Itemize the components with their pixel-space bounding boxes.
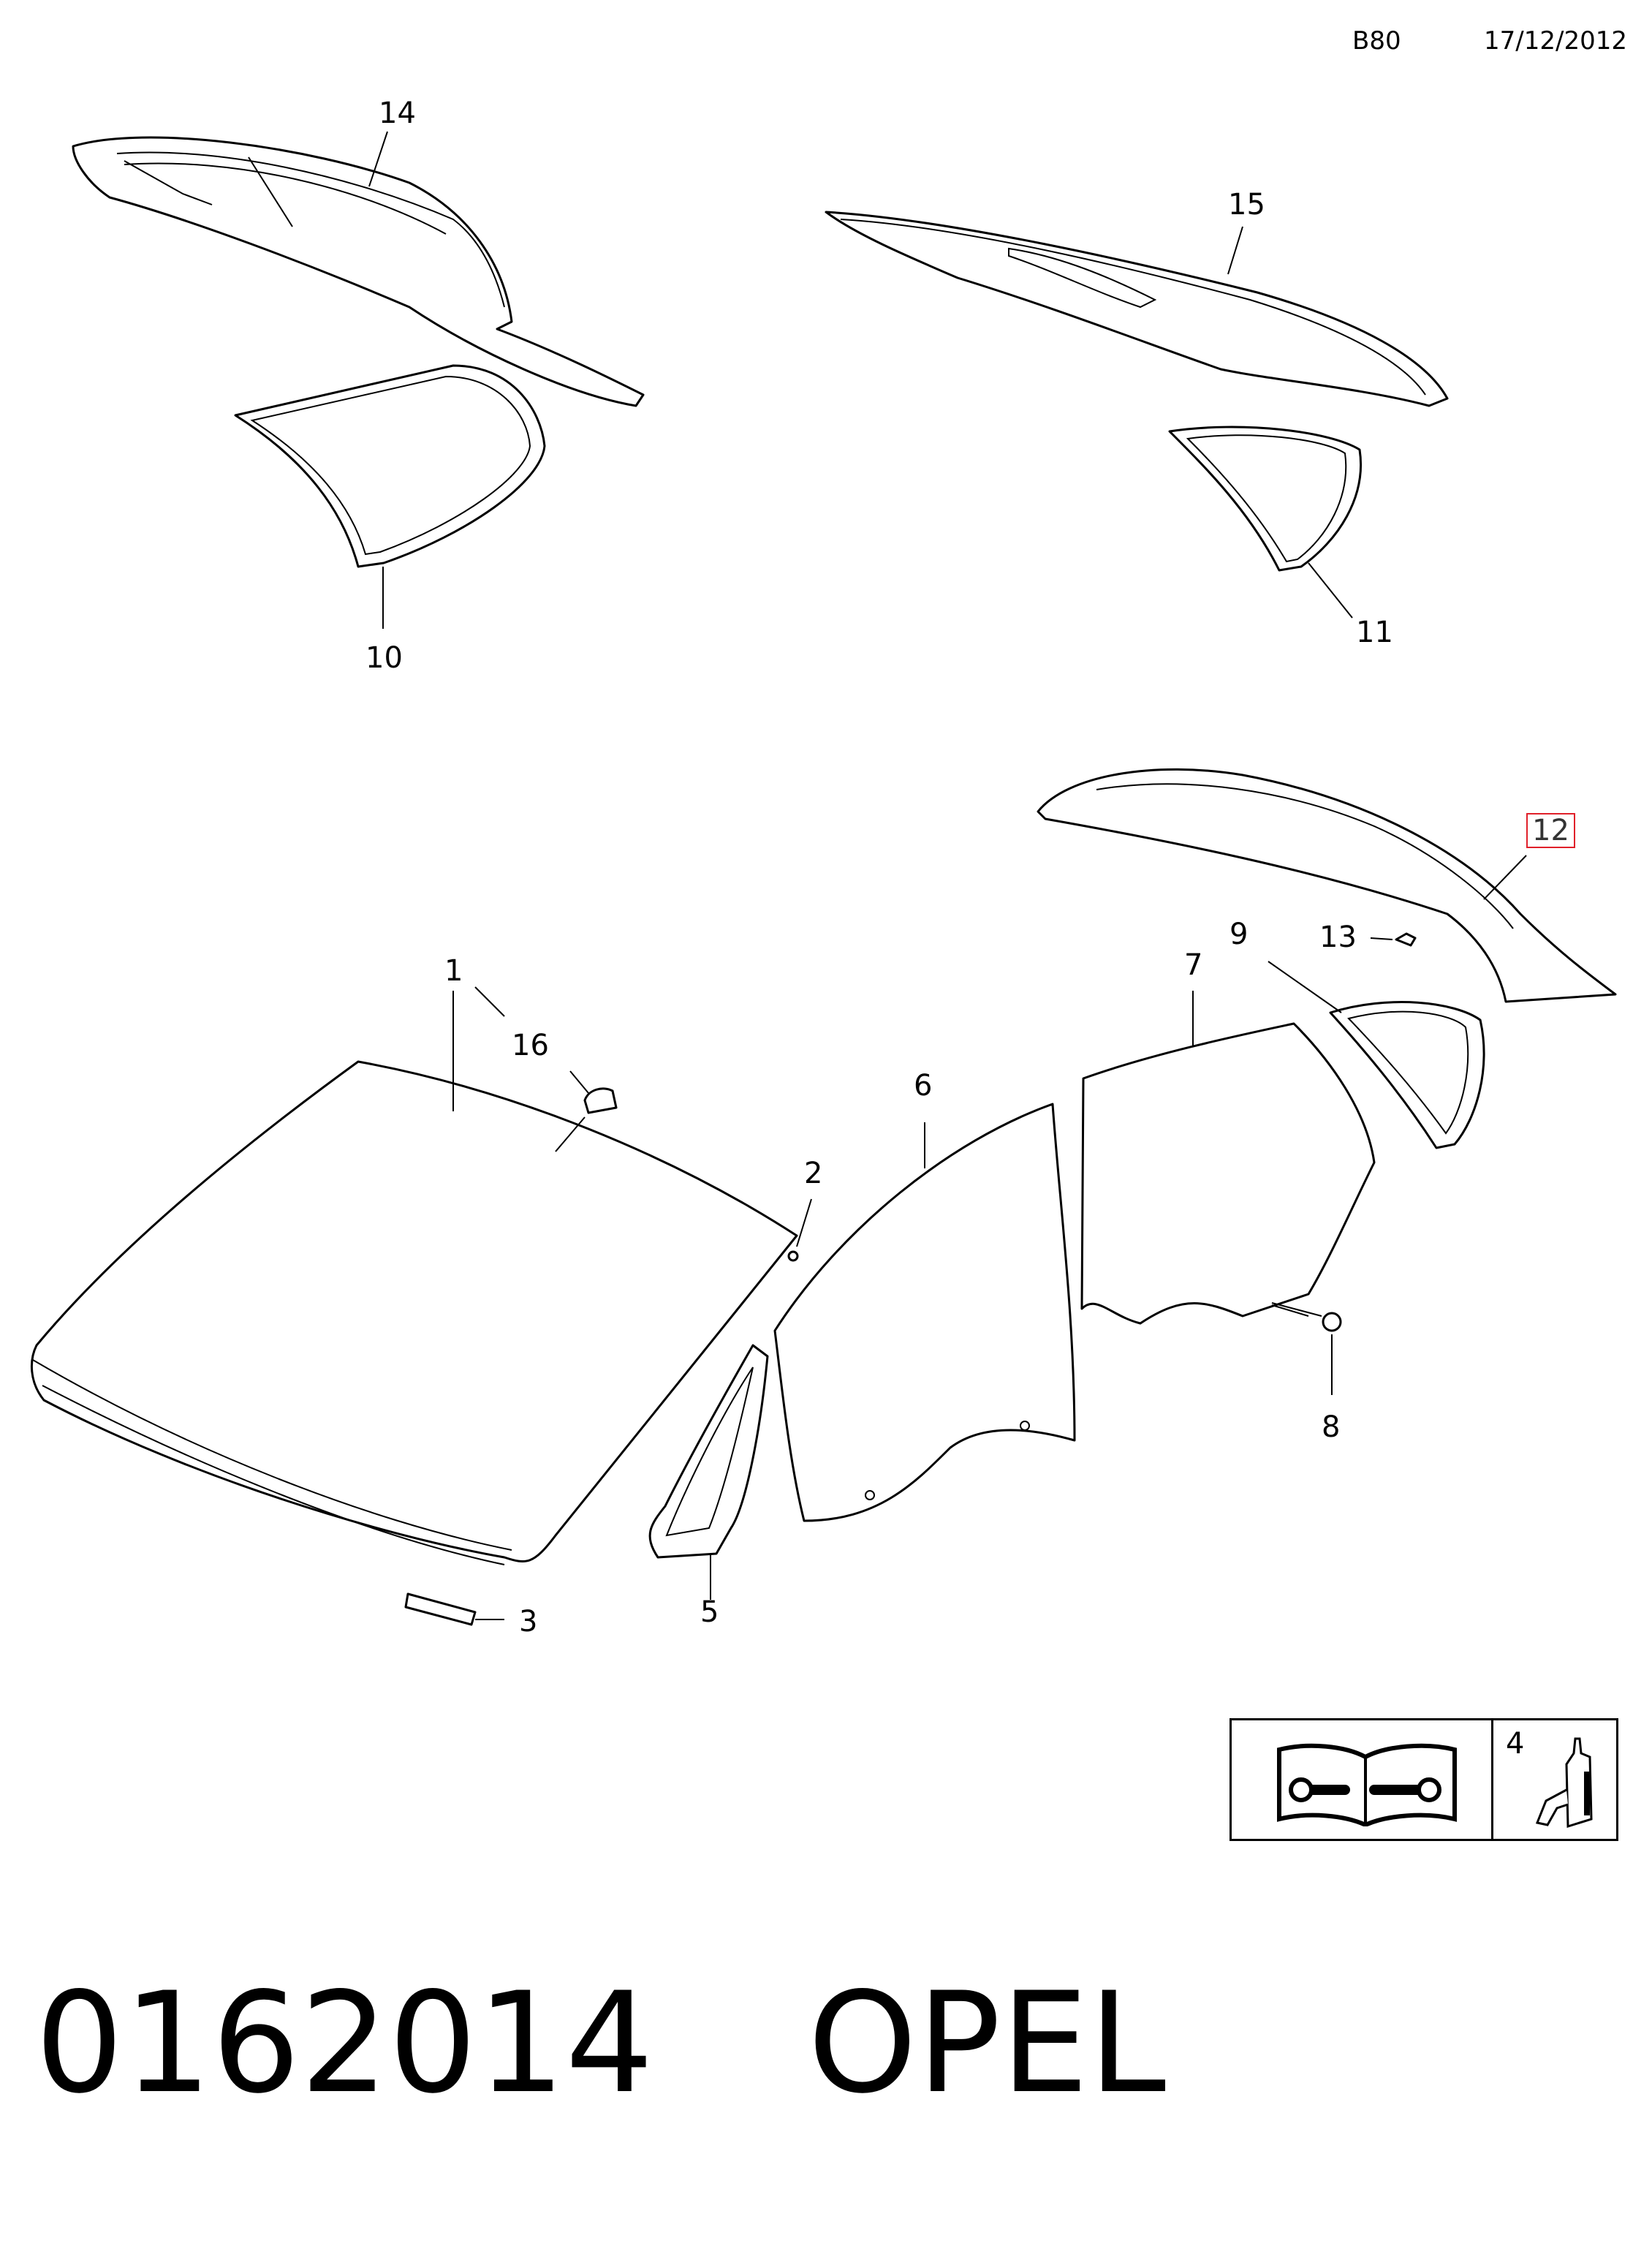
tools-divider [1491,1720,1493,1839]
part-2-clip [787,1250,799,1262]
repair-manual-icon [1277,1743,1457,1826]
leader-1-16 [474,986,505,1017]
part-1-windshield [30,1060,798,1565]
callout-8: 8 [1322,1410,1341,1444]
part-6-front-door-glass [773,1103,1076,1522]
callout-7: 7 [1184,948,1203,982]
leader-9 [1268,961,1342,1013]
diagram-code: B80 [1352,26,1401,56]
callout-10: 10 [365,641,403,675]
callout-16: 16 [512,1029,549,1062]
part-14-roof-glass [72,136,645,407]
part-5-vent-window [648,1344,769,1559]
leader-15 [1227,226,1243,275]
part-9-door-window [1329,1001,1485,1149]
callout-1: 1 [444,954,463,988]
leader-13 [1370,937,1393,940]
callout-3: 3 [519,1605,538,1638]
part-10-quarter-window [234,364,546,568]
adhesive-bottle-icon [1535,1737,1593,1829]
leader-16b [555,1116,586,1152]
part-11-quarter-window [1168,426,1362,572]
callout-15: 15 [1228,188,1265,222]
part-16-sensor [583,1087,618,1114]
callout-4: 4 [1506,1727,1525,1761]
leader-11 [1308,562,1353,619]
part-number: 0162014 [35,1962,654,2124]
part-13-clip [1395,932,1417,947]
callout-13: 13 [1319,921,1357,954]
tools-legend-box: 4 [1229,1718,1618,1841]
leader-12 [1483,855,1527,900]
callout-5: 5 [700,1595,719,1629]
leader-16a [569,1070,589,1094]
part-7-rear-door-glass [1080,1022,1376,1325]
callout-2: 2 [804,1157,823,1190]
part-12-rear-window [1037,768,1617,1003]
callout-6: 6 [914,1069,933,1103]
callout-12: 12 [1526,813,1575,848]
leader-2 [796,1198,812,1247]
diagram-date: 17/12/2012 [1484,26,1627,56]
part-3-strip [404,1592,477,1626]
leader-14 [368,131,388,187]
callout-11: 11 [1356,616,1393,649]
brand-name: OPEL [808,1962,1167,2124]
callout-14: 14 [379,97,416,130]
callout-9: 9 [1229,918,1249,951]
part-15-rear-glass [825,211,1449,407]
part-8-fastener [1271,1302,1342,1332]
